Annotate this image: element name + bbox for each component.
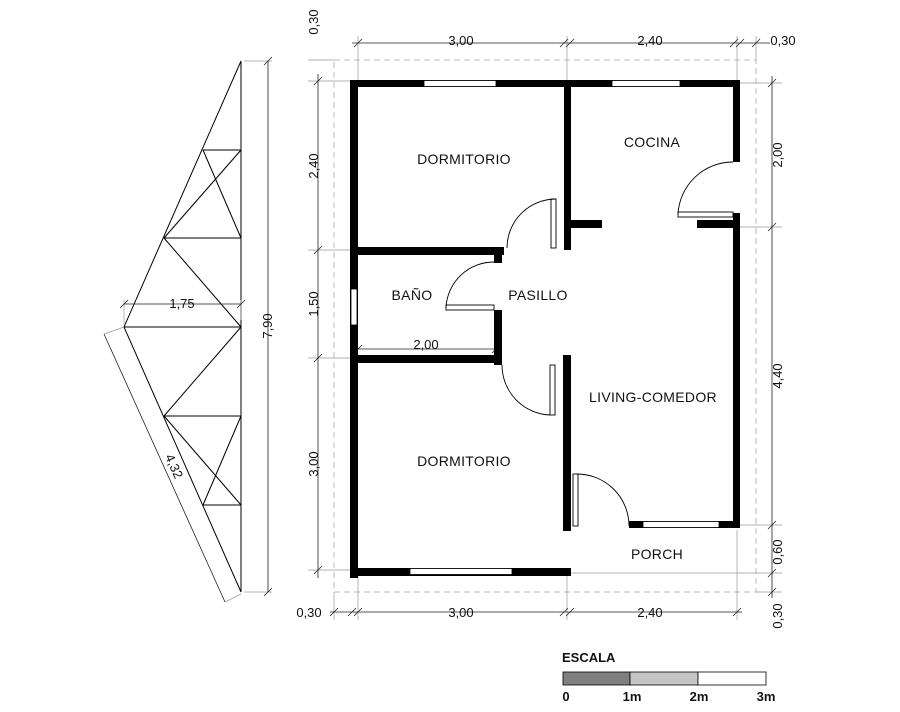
dimension-lines xyxy=(313,38,777,617)
room-labels: DORMITORIO COCINA BAÑO PASILLO LIVING-CO… xyxy=(392,134,717,562)
roof-truss: 7,90 1,75 4,32 xyxy=(103,56,275,603)
dim-top-left-width: 3,00 xyxy=(448,33,473,48)
scale-tick-2: 2m xyxy=(690,689,709,704)
roof-outline xyxy=(333,59,757,593)
dim-bano-width: 2,00 xyxy=(413,337,438,352)
scale-bar: ESCALA 0 1m 2m 3m xyxy=(562,650,775,704)
walls xyxy=(350,80,740,578)
truss-height-label: 7,90 xyxy=(260,313,275,338)
scale-tick-1: 1m xyxy=(623,689,642,704)
dim-top-right-margin: 0,30 xyxy=(770,33,795,48)
dim-right-upper: 2,00 xyxy=(770,142,785,167)
dim-bottom-right-width: 2,40 xyxy=(637,605,662,620)
dim-bottom-left-margin: 0,30 xyxy=(296,605,321,620)
scale-tick-0: 0 xyxy=(562,689,569,704)
dim-top-left-margin: 0,30 xyxy=(306,9,321,34)
windows xyxy=(350,80,720,575)
scale-title: ESCALA xyxy=(562,650,616,665)
scale-segment-2 xyxy=(629,671,699,686)
room-label-porch: PORCH xyxy=(631,546,683,562)
doors xyxy=(445,161,734,527)
dim-right-middle: 4,40 xyxy=(770,363,785,388)
dim-left-lower: 3,00 xyxy=(306,451,321,476)
room-label-living: LIVING-COMEDOR xyxy=(589,389,717,405)
dim-right-bottom-margin: 0,30 xyxy=(770,603,785,628)
dim-left-upper: 2,40 xyxy=(306,153,321,178)
dim-left-middle: 1,50 xyxy=(306,291,321,316)
scale-segment-3 xyxy=(697,671,767,686)
truss-slope-label: 4,32 xyxy=(162,452,186,481)
dim-right-porch: 0,60 xyxy=(770,539,785,564)
scale-tick-3: 3m xyxy=(757,689,776,704)
dimension-labels: 3,00 2,40 0,30 0,30 2,40 1,50 3,00 2,00 … xyxy=(296,9,795,628)
dim-bottom-left-width: 3,00 xyxy=(448,605,473,620)
room-label-pasillo: PASILLO xyxy=(508,287,567,303)
room-label-dormitorio-top: DORMITORIO xyxy=(417,151,511,167)
extension-lines xyxy=(308,36,782,620)
dim-top-right-width: 2,40 xyxy=(637,33,662,48)
room-label-dormitorio-bottom: DORMITORIO xyxy=(417,453,511,469)
room-label-cocina: COCINA xyxy=(624,134,681,150)
truss-halfspan-label: 1,75 xyxy=(169,296,194,311)
scale-segment-1 xyxy=(562,671,631,686)
room-label-bano: BAÑO xyxy=(392,287,433,303)
